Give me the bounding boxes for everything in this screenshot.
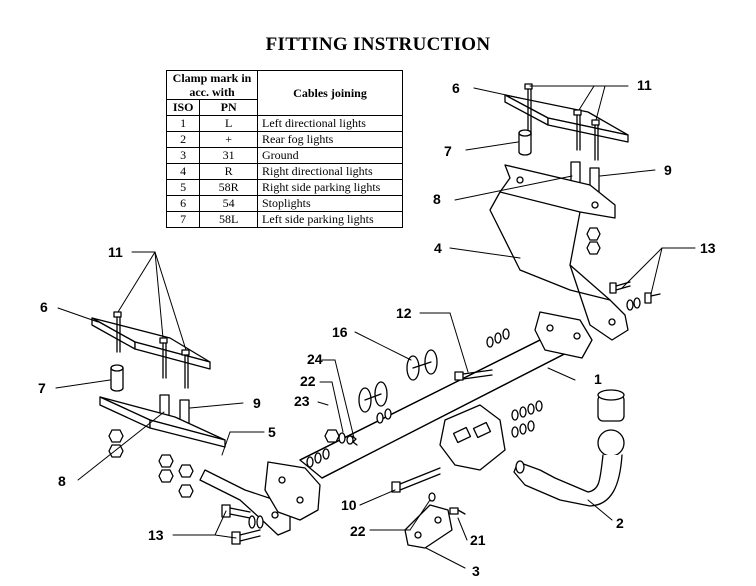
iso-cell: 7 [165, 211, 201, 228]
clamp-mark-header: Clamp mark in acc. with [166, 70, 258, 100]
right-bolts [524, 83, 600, 161]
left-side-bracket [199, 469, 291, 536]
crossbar-right-end-plate [534, 311, 593, 359]
part-label-6-left: 6 [40, 299, 48, 315]
long-bolt [454, 369, 493, 381]
part-label-12: 12 [396, 305, 412, 321]
part-label-11-right: 11 [637, 77, 652, 93]
part-label-13-right: 13 [700, 240, 716, 256]
part-label-22-upper: 22 [300, 373, 316, 389]
part-label-7-right: 7 [444, 143, 452, 159]
part-label-10: 10 [341, 497, 357, 513]
electrical-socket-plate [404, 504, 453, 549]
cable-cell: Rear fog lights [257, 131, 403, 148]
part-label-8-left: 8 [58, 473, 66, 489]
pn-cell: 58R [199, 179, 258, 196]
part-label-6-right: 6 [452, 80, 460, 96]
part-label-3: 3 [472, 563, 480, 579]
pn-header: PN [199, 99, 258, 116]
socket-plate-bolt [428, 492, 466, 515]
part-label-23: 23 [294, 393, 310, 409]
cable-joining-table: Clamp mark in acc. with Cables joining I… [165, 70, 403, 228]
table-subheader-row: ISO PN [165, 99, 403, 116]
cable-cell: Right side parking lights [257, 179, 403, 196]
part-label-21: 21 [470, 532, 486, 548]
leader-lines [55, 85, 696, 569]
right-side-bracket [489, 164, 629, 341]
part-label-24: 24 [307, 351, 323, 367]
right-bracket-nuts [586, 227, 601, 255]
cable-cell: Left side parking lights [257, 211, 403, 228]
part-label-8-right: 8 [433, 191, 441, 207]
small-bolt-assembly [324, 429, 358, 446]
spacer-disks [358, 349, 438, 413]
part-label-13-left: 13 [148, 527, 164, 543]
part-label-7-left: 7 [38, 380, 46, 396]
part-label-11-left: 11 [108, 244, 123, 260]
page-title: FITTING INSTRUCTION [265, 34, 491, 55]
iso-cell: 4 [165, 163, 201, 180]
left-top-plate [91, 317, 211, 370]
part-label-16: 16 [332, 324, 348, 340]
right-spacer-tube [518, 129, 532, 156]
ball-mount-bolt [391, 467, 441, 493]
table-row: 2+Rear fog lights [165, 131, 403, 148]
right-side-bolts [609, 281, 661, 311]
part-label-4: 4 [434, 240, 442, 256]
cable-cell: Right directional lights [257, 163, 403, 180]
left-bolts [113, 311, 190, 389]
left-plate-nuts [108, 429, 194, 498]
crossbar-fasteners [306, 328, 543, 468]
part-label-2: 2 [616, 515, 624, 531]
center-mounting-bracket [439, 404, 506, 471]
part-label-9-left: 9 [253, 395, 261, 411]
part-label-1: 1 [594, 371, 602, 387]
part-label-5: 5 [268, 424, 276, 440]
part-label-22-lower: 22 [350, 523, 366, 539]
towball-assembly [513, 389, 625, 507]
crossbar-left-end-plate [264, 461, 321, 521]
part-number-labels: 6 11 7 8 9 4 13 11 6 7 8 9 5 13 16 12 1 … [38, 77, 716, 579]
part-label-9-right: 9 [664, 162, 672, 178]
left-spacer-tube [110, 364, 124, 392]
